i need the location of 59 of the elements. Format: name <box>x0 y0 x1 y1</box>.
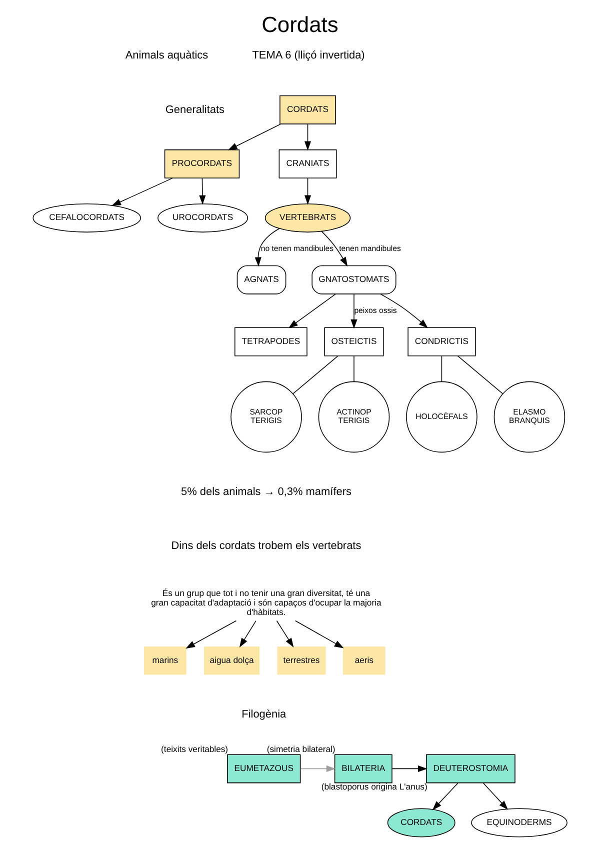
node-circle: ACTINOP TERIGIS <box>318 381 390 453</box>
node-box: terrestres <box>277 646 326 675</box>
node-text: És un grup que tot i no tenir una gran diversitat, té una gran capacitat d'adaptació i són capaços d'ocupar la majoria d'hàbitats. <box>151 588 382 617</box>
connector <box>457 355 504 394</box>
node-box: CONDRICTIS <box>408 327 476 356</box>
arrow <box>186 620 237 649</box>
arrow <box>304 178 312 205</box>
diagram-title: Cordats <box>262 12 338 37</box>
node-box: aigua dolça <box>204 646 260 675</box>
node-ellipse: VERTEBRATS <box>264 203 351 232</box>
node-box: DEUTEROSTOMIA <box>426 754 516 784</box>
arrow <box>300 765 336 772</box>
node-ellipse: EQUINODERMS <box>471 808 568 838</box>
arrow <box>228 124 282 150</box>
node-box: BILATERIA <box>334 754 392 784</box>
node-ellipse: CORDATS <box>387 808 456 838</box>
label: Filogènia <box>242 708 286 721</box>
label: Generalitats <box>165 104 224 116</box>
arrow <box>112 178 174 206</box>
node-ellipse: UROCORDATS <box>158 203 248 232</box>
edge-label: peixos ossis <box>354 306 397 315</box>
arrow <box>288 294 336 328</box>
arrow <box>350 294 358 329</box>
node-box: GNATOSTOMATS <box>312 265 396 294</box>
arrow <box>304 124 312 151</box>
node-box: aeris <box>343 646 386 675</box>
connector <box>292 355 338 394</box>
node-circle: HOLOCÈFALS <box>406 381 478 453</box>
node-label: (blastoporus origina L'anus) <box>321 782 428 792</box>
arrow <box>321 230 348 266</box>
node-ellipse: CEFALOCORDATS <box>32 203 141 232</box>
arrow <box>432 782 458 810</box>
node-label: (teixits veritables) <box>161 744 228 754</box>
node-box: CORDATS <box>280 95 336 124</box>
node-label: (simetria bilateral) <box>266 744 336 754</box>
arrow <box>294 620 344 648</box>
label: Animals aquàtics <box>125 50 208 62</box>
label: Dins dels cordats trobem els vertebrats <box>171 540 362 552</box>
node-box: CRANIATS <box>278 149 337 178</box>
label: TEMA 6 (lliçó invertida) <box>252 50 365 62</box>
arrow <box>482 782 508 810</box>
node-box: EUMETAZOUS <box>227 754 301 784</box>
arrow <box>380 294 428 328</box>
node-box: TETRAPODES <box>234 327 308 356</box>
edge-label: tenen mandibules <box>339 244 401 253</box>
arrow <box>199 178 206 205</box>
node-circle: SARCOP TERIGIS <box>230 381 302 453</box>
node-circle: ELASMO BRANQUIS <box>494 381 566 453</box>
arrow <box>276 620 294 648</box>
node-box: AGNATS <box>236 265 286 294</box>
edge-label: no tenen mandibules <box>260 244 334 253</box>
arrow <box>392 765 428 772</box>
node-box: marins <box>144 646 186 675</box>
arrow <box>254 228 280 267</box>
node-box: PROCORDATS <box>164 149 240 178</box>
arrow <box>239 620 256 648</box>
connector <box>441 356 442 382</box>
node-box: OSTEICTIS <box>324 327 384 356</box>
label: 5% dels animals → 0,3% mamífers <box>181 486 352 498</box>
